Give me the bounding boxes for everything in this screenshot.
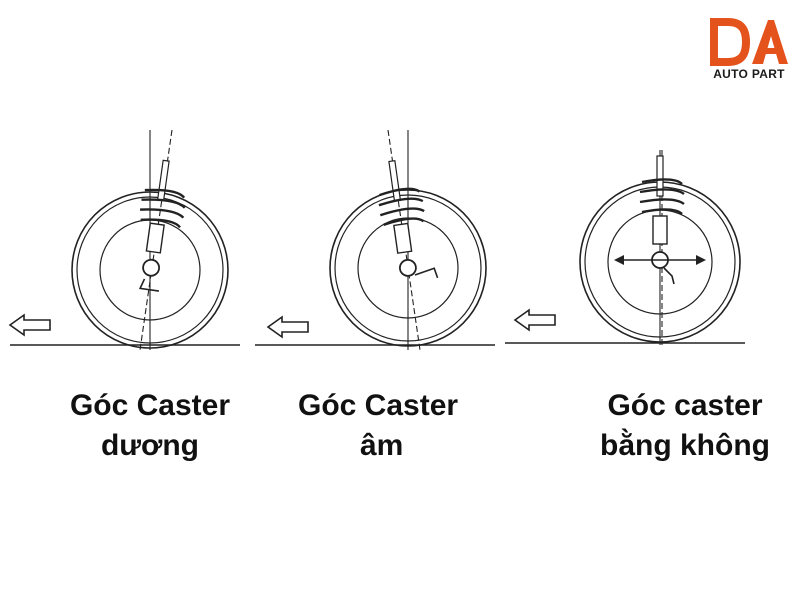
caster-angle-diagram <box>9 129 745 351</box>
caption-positive-caster: Góc Caster dương <box>40 386 260 466</box>
logo-letter-d <box>710 18 751 66</box>
caption-line1: Góc Caster <box>69 389 231 422</box>
logo-letter-a <box>752 20 788 64</box>
logo-letter-a-bar <box>764 48 778 54</box>
caption-line1: Góc Caster <box>298 389 459 422</box>
direction-arrow-left <box>514 309 556 331</box>
strut-assembly <box>138 159 186 292</box>
panel-negative-caster <box>255 129 495 351</box>
da-logo-mark <box>710 18 788 66</box>
caption-line2: dương <box>100 429 200 462</box>
caption-line2: bằng không <box>600 429 770 462</box>
strut-assembly <box>614 155 706 285</box>
caption-zero-caster: Góc caster bằng không <box>575 386 795 466</box>
strut-assembly <box>378 159 439 279</box>
direction-arrow-left <box>9 314 51 336</box>
panel-zero-caster <box>505 150 745 345</box>
logo-subtitle: AUTO PART <box>713 67 785 81</box>
caption-line1: Góc caster <box>607 389 763 422</box>
panel-positive-caster <box>9 129 240 351</box>
caption-line2: âm <box>360 429 404 462</box>
caption-negative-caster: Góc Caster âm <box>280 386 500 466</box>
direction-arrow-left <box>267 316 309 338</box>
